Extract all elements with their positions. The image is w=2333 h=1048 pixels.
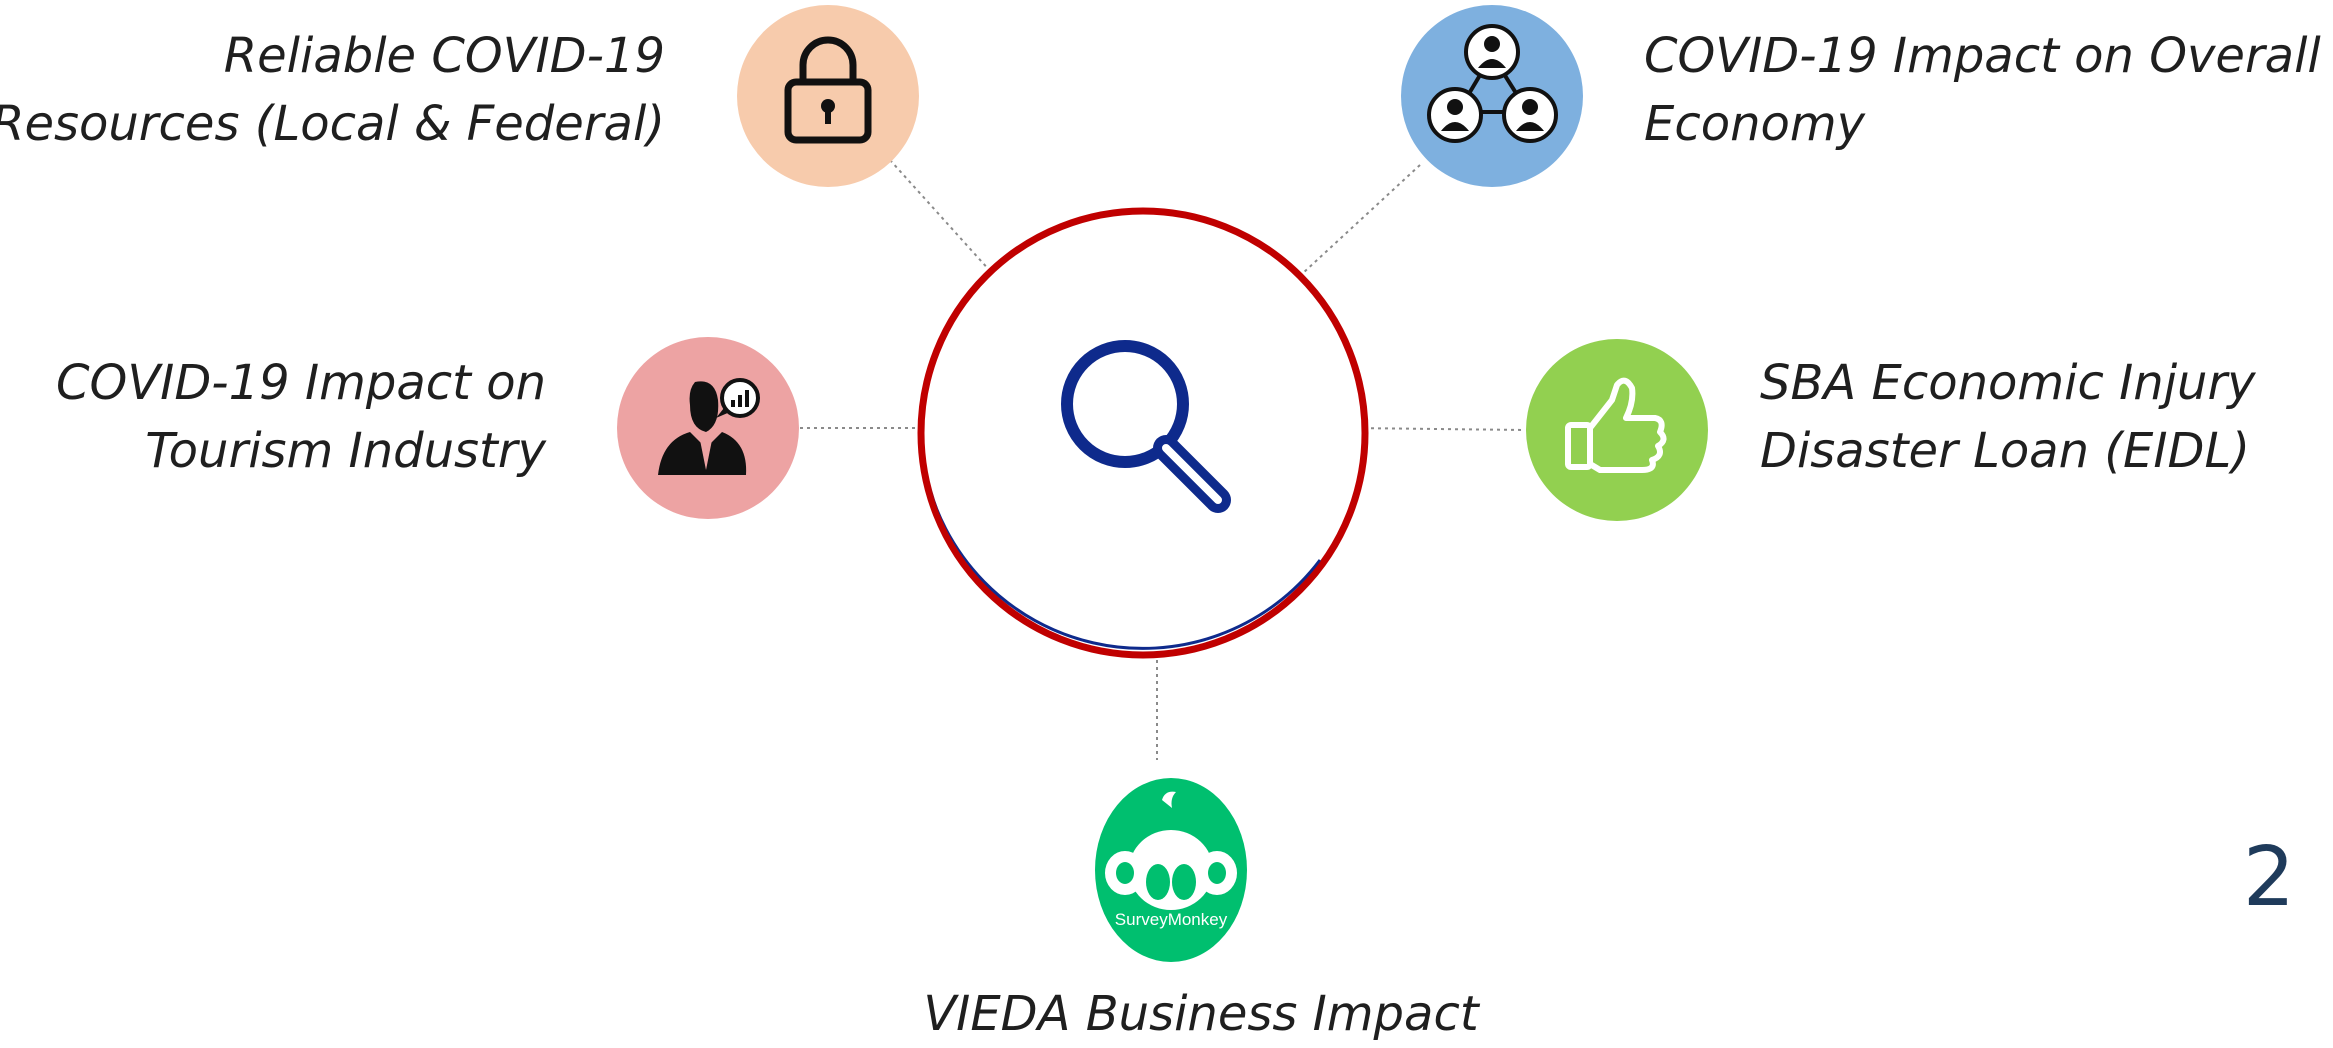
- padlock-icon: [784, 36, 872, 144]
- label-resources-line2: Resources (Local & Federal): [0, 96, 665, 152]
- people-network-icon: [1427, 24, 1558, 143]
- label-tourism-line1: COVID-19 Impact on: [56, 355, 546, 411]
- label-vieda: VIEDA Business Impact: [871, 980, 1531, 1048]
- center-hub: [917, 207, 1369, 659]
- connectors: [800, 159, 1526, 760]
- connector-eidl: [1349, 427, 1526, 431]
- businessman-chart-icon: [658, 378, 760, 475]
- label-resources: Reliable COVID-19 Resources (Local & Fed…: [0, 22, 665, 158]
- surveymonkey-logo: SurveyMonkey: [1105, 791, 1237, 929]
- node-resources: [737, 5, 919, 187]
- label-eidl-line2: Disaster Loan (EIDL): [1760, 423, 2250, 479]
- connector-economy: [1289, 164, 1421, 286]
- node-eidl: [1526, 339, 1708, 521]
- surveymonkey-logo-text: SurveyMonkey: [1115, 910, 1228, 929]
- node-economy: [1401, 5, 1583, 187]
- label-economy: COVID-19 Impact on Overall Economy: [1644, 22, 2321, 158]
- label-economy-line2: Economy: [1644, 96, 1866, 152]
- label-tourism: COVID-19 Impact on Tourism Industry: [56, 349, 546, 485]
- label-vieda-line1: VIEDA Business Impact: [923, 986, 1479, 1042]
- node-tourism: [617, 337, 799, 519]
- magnifier-icon: [1061, 340, 1231, 513]
- label-tourism-line2: Tourism Industry: [145, 423, 546, 479]
- label-eidl: SBA Economic Injury Disaster Loan (EIDL): [1760, 349, 2256, 485]
- connector-resources: [889, 159, 1001, 283]
- node-vieda: SurveyMonkey: [1095, 778, 1247, 962]
- label-economy-line1: COVID-19 Impact on Overall: [1644, 28, 2321, 84]
- label-eidl-line1: SBA Economic Injury: [1760, 355, 2256, 411]
- label-resources-line1: Reliable COVID-19: [223, 28, 665, 84]
- thumbs-up-icon: [1565, 377, 1667, 473]
- page-number: 2: [2242, 830, 2295, 925]
